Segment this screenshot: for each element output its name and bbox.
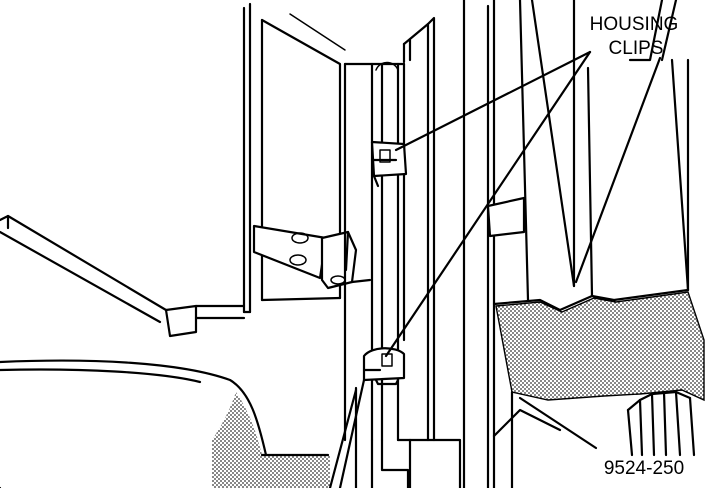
figure-number-label: 9524-250: [604, 458, 684, 479]
callout-label-line1: HOUSING: [590, 14, 679, 35]
door-hinge: [252, 224, 372, 290]
upper-housing-clip: [370, 140, 408, 188]
callout-label-line2: CLIPS: [609, 38, 664, 59]
b-pillar-trim: [486, 0, 690, 490]
lower-housing-clip: [362, 347, 406, 386]
seat-and-floor: [0, 359, 330, 490]
callout-leaders: [384, 50, 662, 450]
carpet-area: [492, 291, 705, 490]
door-jamb: [402, 0, 466, 490]
door-arm-rail: [0, 214, 246, 338]
seat-track: [626, 390, 696, 457]
lower-lever: [328, 378, 366, 490]
